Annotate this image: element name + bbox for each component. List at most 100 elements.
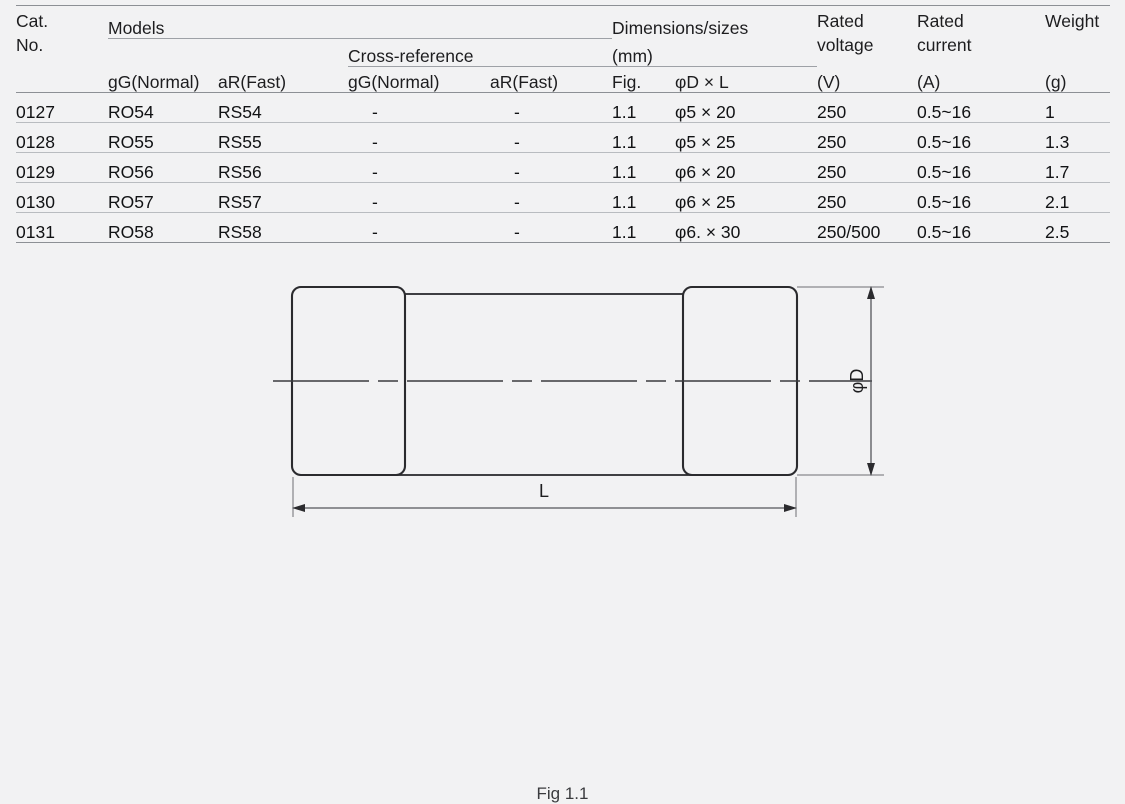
cell-cat-no: 0130 — [16, 191, 55, 212]
header-rated-current-unit: (A) — [917, 67, 1045, 93]
cell-dimensions: φ6. × 30 — [675, 221, 741, 242]
header-ar-fast-label: aR(Fast) — [218, 71, 287, 92]
header-row-1: Cat. No. Models Dimensions/sizes Rated v… — [16, 5, 1111, 55]
cell-xref-ar: - — [514, 101, 520, 122]
header-rated-current-line1: Rated — [917, 11, 964, 31]
header-models-label: Models — [108, 17, 165, 38]
cell-rated-voltage: 250 — [817, 161, 847, 182]
table-header: Cat. No. Models Dimensions/sizes Rated v… — [16, 5, 1111, 93]
header-gg-normal-label: gG(Normal) — [108, 71, 200, 92]
cell-rated-voltage: 250 — [817, 191, 847, 212]
header-fig: Fig. — [612, 67, 665, 93]
cell-rated-current: 0.5~16 — [917, 191, 972, 212]
cell-ar-fast: RS54 — [218, 101, 262, 122]
fuse-technical-drawing: φD L — [273, 285, 884, 517]
header-weight-unit: (g) — [1045, 67, 1110, 93]
cell-xref-gg: - — [372, 191, 378, 212]
cell-gg-normal: RO55 — [108, 131, 154, 152]
header-cross-reference: Cross-reference — [348, 38, 613, 67]
cell-xref-gg: - — [372, 221, 378, 242]
header-rated-voltage-unit: (V) — [817, 67, 917, 93]
cell-gg-normal: RO58 — [108, 221, 154, 242]
header-rated-current-unit-label: (A) — [917, 71, 941, 92]
header-fig-label: Fig. — [612, 71, 642, 92]
header-cat-no-line2: No. — [16, 35, 44, 56]
cell-weight: 1.7 — [1045, 161, 1070, 182]
cell-fig: 1.1 — [612, 191, 637, 212]
length-dimension-label: L — [539, 481, 549, 501]
header-ar-fast: aR(Fast) — [218, 67, 348, 93]
cell-gg-normal: RO56 — [108, 161, 154, 182]
header-models: Models — [108, 5, 613, 39]
header-weight-unit-label: (g) — [1045, 71, 1067, 92]
cell-weight: 2.1 — [1045, 191, 1070, 212]
cell-fig: 1.1 — [612, 101, 637, 122]
header-xref-ar-fast-label: aR(Fast) — [490, 71, 559, 92]
cell-rated-current: 0.5~16 — [917, 161, 972, 182]
figure-caption: Fig 1.1 — [536, 784, 589, 803]
length-arrowhead-left — [292, 504, 305, 512]
cell-xref-gg: - — [372, 161, 378, 182]
header-weight: Weight — [1045, 6, 1110, 67]
header-rated-voltage-line2: voltage — [817, 35, 874, 56]
phid-dimension-label: φD — [847, 369, 867, 394]
table-row: 0129 RO56 RS56 - - 1.1 φ6 × 20 250 0.5~16 1.7 — [16, 153, 1111, 183]
header-dimensions-unit-label: (mm) — [612, 45, 653, 66]
header-dia-x-len-label: φD × L — [675, 71, 729, 92]
cell-fig: 1.1 — [612, 161, 637, 182]
header-rated-voltage-line1: Rated — [817, 11, 864, 31]
cell-weight: 1.3 — [1045, 131, 1070, 152]
header-rated-voltage: Rated voltage — [817, 6, 917, 67]
cell-cat-no: 0131 — [16, 221, 55, 242]
header-gg-normal: gG(Normal) — [108, 67, 218, 93]
cell-rated-current: 0.5~16 — [917, 101, 972, 122]
header-row-2: Cross-reference (mm) — [16, 38, 1110, 67]
cell-rated-voltage: 250/500 — [817, 221, 881, 242]
cell-weight: 2.5 — [1045, 221, 1070, 242]
header-rated-current-line2: current — [917, 35, 972, 56]
cell-cat-no: 0127 — [16, 101, 55, 122]
cell-xref-ar: - — [514, 191, 520, 212]
header-rated-voltage-unit-label: (V) — [817, 71, 841, 92]
cell-rated-voltage: 250 — [817, 131, 847, 152]
header-xref-gg-normal: gG(Normal) — [348, 67, 490, 93]
cell-ar-fast: RS56 — [218, 161, 262, 182]
fuse-body-outline — [347, 293, 739, 476]
header-dimensions-unit: (mm) — [612, 38, 818, 67]
cell-rated-current: 0.5~16 — [917, 221, 972, 242]
cell-cat-no: 0129 — [16, 161, 55, 182]
phid-arrowhead-bottom — [867, 463, 875, 476]
header-xref-gg-normal-label: gG(Normal) — [348, 71, 440, 92]
cell-gg-normal: RO54 — [108, 101, 154, 122]
header-xref-ar-fast: aR(Fast) — [490, 67, 612, 93]
cell-xref-ar: - — [514, 221, 520, 242]
cell-dimensions: φ5 × 25 — [675, 131, 736, 152]
cell-weight: 1 — [1045, 101, 1055, 122]
cell-dimensions: φ6 × 20 — [675, 161, 736, 182]
spec-table-container: Cat. No. Models Dimensions/sizes Rated v… — [16, 5, 1111, 243]
cell-gg-normal: RO57 — [108, 191, 154, 212]
cell-rated-current: 0.5~16 — [917, 131, 972, 152]
fuse-diagram-figure: φD L Fig 1.1 — [0, 255, 1125, 803]
cell-xref-gg: - — [372, 101, 378, 122]
cell-fig: 1.1 — [612, 131, 637, 152]
length-arrowhead-right — [784, 504, 797, 512]
cell-ar-fast: RS55 — [218, 131, 262, 152]
cell-xref-ar: - — [514, 161, 520, 182]
cell-ar-fast: RS58 — [218, 221, 262, 242]
header-cat-no-line1: Cat. — [16, 11, 49, 31]
cell-cat-no: 0128 — [16, 131, 55, 152]
cell-fig: 1.1 — [612, 221, 637, 242]
header-cross-reference-label: Cross-reference — [348, 45, 474, 66]
header-dimensions: Dimensions/sizes — [612, 6, 817, 39]
cell-rated-voltage: 250 — [817, 101, 847, 122]
cell-ar-fast: RS57 — [218, 191, 262, 212]
header-models-spacer — [108, 39, 348, 67]
phid-arrowhead-top — [867, 286, 875, 299]
header-dimensions-label: Dimensions/sizes — [612, 18, 749, 39]
header-dia-x-len: φD × L — [665, 67, 817, 93]
header-weight-line1: Weight — [1045, 11, 1100, 31]
